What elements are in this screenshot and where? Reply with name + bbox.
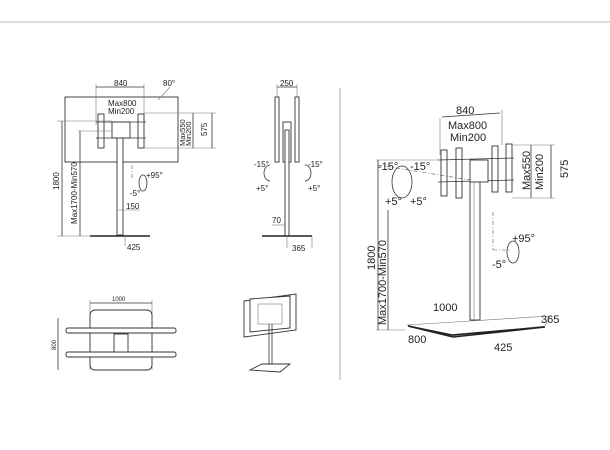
- iso-base-depth-left: 800: [408, 334, 426, 346]
- iso-base-depth-right: 365: [541, 314, 559, 326]
- vesa-h-max: Max800: [108, 99, 137, 108]
- front-angle-label: 80°: [163, 79, 175, 88]
- front-tilt-down: -5°: [130, 189, 140, 198]
- iso-vesa-v-max: Max550: [521, 151, 533, 190]
- iso-vesa-h-max: Max800: [448, 120, 487, 132]
- iso-swivel-right-up: -15°: [410, 161, 430, 173]
- iso-thumbnail: [243, 293, 297, 373]
- side-base-depth: 365: [292, 244, 306, 253]
- side-tilt-left-down: +5°: [256, 184, 268, 193]
- front-view: 840 80° Max800 Min200 Max550 Min200 575 …: [52, 79, 216, 252]
- iso-height-range: Max1700-Min570: [377, 240, 389, 325]
- iso-tilt-up: +95°: [512, 233, 535, 245]
- iso-view: 840 Max800 Min200 Max550 Min200 575 -15°…: [366, 105, 571, 354]
- front-tilt-up: +95°: [146, 171, 163, 180]
- top-width: 1000: [112, 297, 126, 303]
- iso-swivel-left-up: -15°: [378, 161, 398, 173]
- front-width-label: 840: [114, 79, 128, 88]
- side-tilt-left-up: -15°: [254, 160, 269, 169]
- side-tilt-right-down: +5°: [308, 184, 320, 193]
- side-view: 250 -15° -15° +5° +5° 70 365: [254, 79, 323, 253]
- side-pole: 70: [272, 216, 281, 225]
- front-pole-offset: 150: [126, 202, 140, 211]
- top-depth: 800: [52, 339, 58, 350]
- top-view: 1000 800: [52, 297, 177, 371]
- iso-vesa-v-min: Min200: [534, 154, 546, 190]
- iso-base-width: 1000: [433, 302, 457, 314]
- side-tilt-right-up: -15°: [308, 160, 323, 169]
- front-base-width: 425: [127, 243, 141, 252]
- side-depth-top: 250: [280, 79, 294, 88]
- vesa-v-max: Max550: [178, 119, 187, 146]
- iso-575: 575: [559, 160, 571, 178]
- iso-base-front: 425: [494, 342, 512, 354]
- iso-height-total: 1800: [366, 246, 378, 270]
- front-height-total: 1800: [52, 172, 61, 190]
- vesa-h-min: Min200: [108, 107, 135, 116]
- iso-swivel-left-down: +5°: [385, 196, 402, 208]
- front-height-range: Max1700-Min570: [70, 162, 79, 224]
- vesa-v-min: Min200: [184, 121, 193, 146]
- iso-swivel-right-down: +5°: [410, 196, 427, 208]
- iso-vesa-h-min: Min200: [450, 132, 486, 144]
- iso-tilt-down: -5°: [492, 259, 506, 271]
- iso-width: 840: [456, 105, 474, 117]
- front-575: 575: [200, 122, 209, 136]
